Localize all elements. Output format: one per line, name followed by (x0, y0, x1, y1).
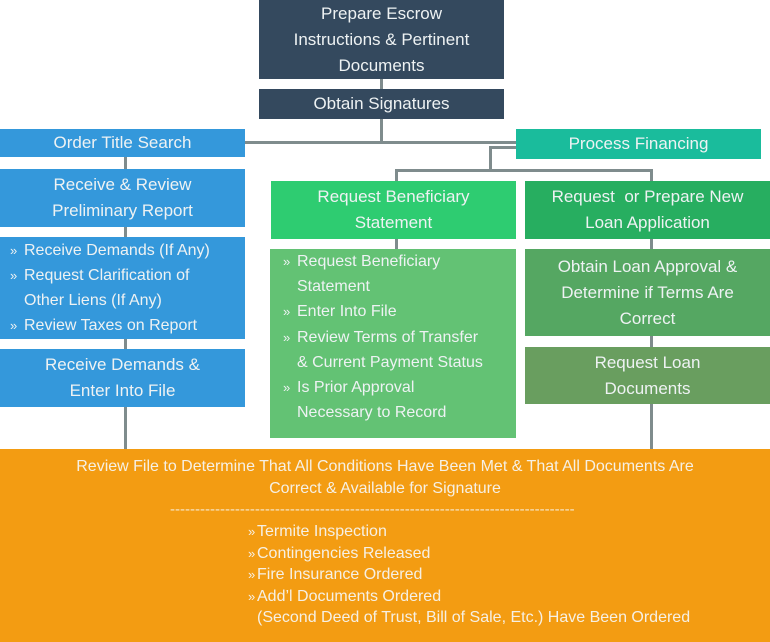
node-request-loan-application: Request or Prepare New Loan Application (525, 181, 770, 239)
node-label: Determine if Terms Are (561, 282, 734, 302)
connector-line (245, 141, 516, 144)
node-label: Request Loan (594, 352, 701, 372)
node-final-review: Review File to Determine That All Condit… (0, 449, 770, 642)
node-label: Correct (619, 308, 676, 328)
node-label: Instructions & Pertinent (293, 29, 470, 49)
node-obtain-loan-approval: Obtain Loan Approval & Determine if Term… (525, 249, 770, 336)
title-search-task-list: » Receive Demands (If Any) » Request Cla… (0, 237, 245, 339)
node-label: Loan Application (585, 213, 710, 232)
list-item-text: Termite Inspection (257, 523, 387, 540)
list-item: » Review Terms of Transfer (270, 325, 516, 350)
connector-line (395, 239, 398, 249)
list-item-continuation: (Second Deed of Trust, Bill of Sale, Etc… (248, 607, 768, 629)
bullet-icon: » (10, 243, 18, 258)
list-item: » Request Beneficiary (270, 249, 516, 274)
bullet-icon: » (248, 588, 256, 604)
bullet-icon: » (283, 304, 291, 320)
list-item-continuation: Other Liens (If Any) (0, 288, 245, 313)
node-request-beneficiary: Request Beneficiary Statement (271, 181, 516, 239)
node-label: Statement (354, 213, 433, 232)
final-review-checklist: » Termite Inspection » Contingencies Rel… (248, 521, 768, 629)
node-label: Receive & Review (53, 175, 192, 194)
connector-line (489, 146, 492, 172)
list-item-continuation: & Current Payment Status (270, 350, 516, 375)
list-item-text: Fire Insurance Ordered (257, 566, 423, 584)
node-process-financing: Process Financing (516, 129, 761, 159)
list-item: » Request Clarification of (0, 263, 245, 288)
node-label: Request Beneficiary (317, 187, 470, 206)
list-item-text: Request Beneficiary (297, 253, 441, 270)
list-item: » Enter Into File (270, 299, 516, 324)
node-label: Obtain Signatures (313, 94, 450, 113)
connector-line (650, 169, 653, 181)
bullet-icon: » (248, 545, 256, 561)
list-item-continuation: Necessary to Record (270, 400, 516, 425)
list-item: » Termite Inspection (248, 521, 768, 543)
bullet-icon: » (283, 254, 291, 269)
connector-line (380, 119, 383, 143)
bullet-icon: » (248, 524, 256, 539)
node-label: Receive Demands & (45, 355, 200, 374)
list-item-text: Is Prior Approval (297, 379, 415, 397)
node-prepare-escrow: Prepare Escrow Instructions & Pertinent … (259, 0, 504, 79)
list-item-text: Enter Into File (297, 303, 397, 321)
list-item: » Fire Insurance Ordered (248, 564, 768, 586)
node-label: Order Title Search (53, 133, 192, 152)
node-label: Enter Into File (69, 381, 176, 400)
final-review-heading: Review File to Determine That All Condit… (76, 458, 694, 475)
list-item-text: Other Liens (If Any) (24, 292, 162, 309)
list-item-text: Request Clarification of (24, 267, 190, 284)
bullet-icon: » (10, 268, 18, 283)
node-receive-review-report: Receive & Review Preliminary Report (0, 169, 245, 227)
bullet-icon: » (283, 329, 291, 345)
list-item: » Receive Demands (If Any) (0, 238, 245, 263)
final-review-heading: Correct & Available for Signature (269, 480, 501, 497)
node-label: Prepare Escrow (321, 3, 442, 23)
list-item-text: Review Taxes on Report (24, 317, 198, 334)
list-item-text: Necessary to Record (297, 404, 447, 422)
beneficiary-task-list: » Request Beneficiary Statement » Enter … (270, 249, 516, 438)
list-item: » Review Taxes on Report (0, 313, 245, 338)
list-item-text: Receive Demands (If Any) (24, 242, 210, 259)
bullet-icon: » (283, 380, 291, 396)
connector-line (395, 169, 653, 172)
list-item-text: Review Terms of Transfer (297, 328, 479, 346)
connector-line (650, 239, 653, 449)
node-order-title-search: Order Title Search (0, 129, 245, 157)
connector-line (395, 169, 398, 181)
node-obtain-signatures: Obtain Signatures (259, 89, 504, 119)
list-item: » Contingencies Released (248, 543, 768, 565)
bullet-icon: » (248, 567, 256, 583)
list-item-text: Statement (297, 278, 370, 296)
node-label: Documents (338, 55, 425, 75)
list-item-continuation: Statement (270, 274, 516, 299)
list-item: » Is Prior Approval (270, 375, 516, 400)
node-label: Request or Prepare New (551, 187, 744, 206)
node-label: Documents (604, 378, 691, 398)
node-request-loan-documents: Request Loan Documents (525, 347, 770, 404)
node-receive-demands-enter: Receive Demands & Enter Into File (0, 349, 245, 407)
list-item-text: (Second Deed of Trust, Bill of Sale, Etc… (257, 609, 691, 627)
node-label: Preliminary Report (52, 201, 193, 220)
node-label: Process Financing (568, 134, 709, 153)
list-item-text: Add’l Documents Ordered (257, 587, 442, 605)
list-item: » Add’l Documents Ordered (248, 586, 768, 608)
connector-line (489, 146, 516, 149)
node-label: Obtain Loan Approval & (557, 256, 738, 276)
list-item-text: Contingencies Released (257, 544, 431, 562)
dashed-divider: ----------------------------------------… (170, 501, 575, 518)
list-item-text: & Current Payment Status (297, 353, 483, 371)
bullet-icon: » (10, 318, 18, 333)
connector-line (380, 79, 383, 89)
